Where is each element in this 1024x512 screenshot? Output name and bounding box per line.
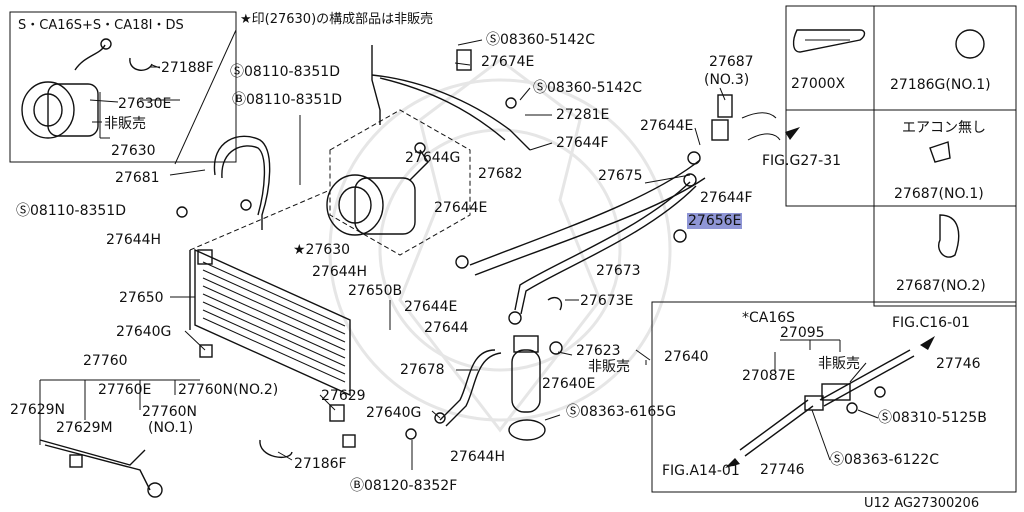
- part-label-27673E: 27673E: [580, 293, 634, 309]
- part-label-27673: 27673: [596, 263, 641, 279]
- part-label-27760: 27760: [83, 353, 128, 369]
- part-label-08110-8351D-a: Ⓢ08110-8351D: [230, 64, 340, 80]
- part-label-27644G: 27644G: [405, 150, 461, 166]
- part-label-27644E-c: 27644E: [404, 299, 458, 315]
- cap-icon: [955, 29, 985, 59]
- gasket-icon: [792, 29, 866, 53]
- part-label-27760E: 27760E: [98, 382, 152, 398]
- part-label-27746-b: 27746: [760, 462, 805, 478]
- arrow-icon-fig-c16: [920, 336, 935, 350]
- variant-box-title: S・CA16S+S・CA18I・DS: [18, 18, 184, 33]
- part-label-27640E: 27640E: [542, 376, 596, 392]
- part-label-27675: 27675: [598, 168, 643, 184]
- part-label-27687-no1: 27687(NO.1): [894, 186, 984, 202]
- part-label-27186G-no1: 27186G(NO.1): [890, 77, 991, 93]
- part-label-no1: (NO.1): [148, 420, 194, 436]
- part-label-27644E-a: 27644E: [434, 200, 488, 216]
- part-label-27623: 27623: [576, 343, 621, 359]
- part-label-27656E-highlighted: 27656E: [687, 213, 743, 229]
- part-label-27629N: 27629N: [10, 402, 66, 418]
- part-label-hanbai-2: 非販売: [588, 359, 630, 375]
- compressor-icon-inset: [21, 38, 112, 139]
- part-label-27644F-b: 27644F: [700, 190, 753, 206]
- part-label-27644H-b: 27644H: [312, 264, 368, 280]
- part-label-27644H-a: 27644H: [106, 232, 162, 248]
- receiver-drier: [508, 335, 546, 441]
- refrigerant-pipes: [213, 45, 706, 427]
- part-label-hanbai-1: 非販売: [104, 116, 146, 132]
- part-label-27644: 27644: [424, 320, 469, 336]
- part-label-27674E: 27674E: [481, 54, 535, 70]
- part-label-27760N-no2: 27760N(NO.2): [178, 382, 279, 398]
- part-label-08363-6122C: Ⓢ08363-6122C: [830, 452, 939, 468]
- part-label-08110-8351D-b: Ⓑ08110-8351D: [232, 92, 342, 108]
- part-label-08360-5142C-b: Ⓢ08360-5142C: [533, 80, 642, 96]
- part-label-27678: 27678: [400, 362, 445, 378]
- arrow-icon-fig-g27: [785, 127, 800, 140]
- part-label-27000X: 27000X: [791, 76, 846, 92]
- part-label-27630-inset: 27630: [111, 143, 156, 159]
- part-label-27629M: 27629M: [56, 420, 113, 436]
- part-label-27640G-a: 27640G: [116, 324, 172, 340]
- grommet-icon-no2: [938, 214, 960, 258]
- part-label-hanbai-3: 非販売: [818, 356, 860, 372]
- note-aircon-none: エアコン無し: [902, 120, 986, 136]
- watermark-emblem: [328, 58, 672, 433]
- part-label-fig-a14-01[interactable]: FIG.A14-01: [662, 463, 740, 479]
- part-label-27629: 27629: [321, 388, 366, 404]
- part-label-27644F-a: 27644F: [556, 135, 609, 151]
- part-label-fig-c16-01[interactable]: FIG.C16-01: [892, 315, 970, 331]
- part-label-27630E: 27630E: [118, 96, 172, 112]
- part-label-27630: ★27630: [293, 242, 351, 258]
- part-label-27644H-c: 27644H: [450, 449, 506, 465]
- part-label-08120-8352F: Ⓑ08120-8352F: [350, 478, 458, 494]
- part-label-27087E: 27087E: [742, 368, 796, 384]
- reference-code: U12 AG27300206: [864, 496, 980, 511]
- part-label-27644E-b: 27644E: [640, 118, 694, 134]
- bracket-27760: [39, 379, 200, 498]
- part-label-27650B: 27650B: [348, 283, 403, 299]
- part-label-27095: 27095: [780, 325, 825, 341]
- part-label-27650: 27650: [119, 290, 164, 306]
- part-label-27281E: 27281E: [556, 107, 610, 123]
- condenser-core: [189, 189, 351, 397]
- part-label-27682: 27682: [478, 166, 523, 182]
- arrow-icon-fig-a14: [725, 458, 740, 468]
- note-ca16s: *CA16S: [742, 310, 796, 326]
- part-label-27687-no3: 27687: [709, 54, 754, 70]
- part-label-27746-a: 27746: [936, 356, 981, 372]
- right-panels: [651, 5, 1017, 493]
- part-label-27640G-b: 27640G: [366, 405, 422, 421]
- grommet-icon-no1: [929, 141, 951, 163]
- clamp-icon-inset: [129, 57, 153, 71]
- part-label-27188F: 27188F: [161, 60, 214, 76]
- shaft-assembly-ca16s: [725, 336, 935, 468]
- part-label-27186F: 27186F: [294, 456, 347, 472]
- part-label-fig-g27-31[interactable]: FIG.G27-31: [762, 153, 842, 169]
- fittings: [176, 49, 800, 459]
- variant-inset-box: [9, 11, 237, 165]
- part-label-27760N: 27760N: [142, 404, 198, 420]
- part-label-08363-6165G: Ⓢ08363-6165G: [566, 404, 677, 420]
- part-label-08110-8351D-c: Ⓢ08110-8351D: [16, 203, 126, 219]
- note-nonsale: ★印(27630)の構成部品は非販売: [240, 12, 434, 27]
- leader-lines: [140, 39, 879, 470]
- part-label-27681: 27681: [115, 170, 160, 186]
- part-label-27640: 27640: [664, 349, 709, 365]
- part-label-08360-5142C-a: Ⓢ08360-5142C: [486, 32, 595, 48]
- part-label-08310-5125B: Ⓢ08310-5125B: [878, 410, 987, 426]
- part-label-no3: (NO.3): [704, 72, 750, 88]
- compressor-assembly: [326, 109, 471, 256]
- part-label-27687-no2: 27687(NO.2): [896, 278, 986, 294]
